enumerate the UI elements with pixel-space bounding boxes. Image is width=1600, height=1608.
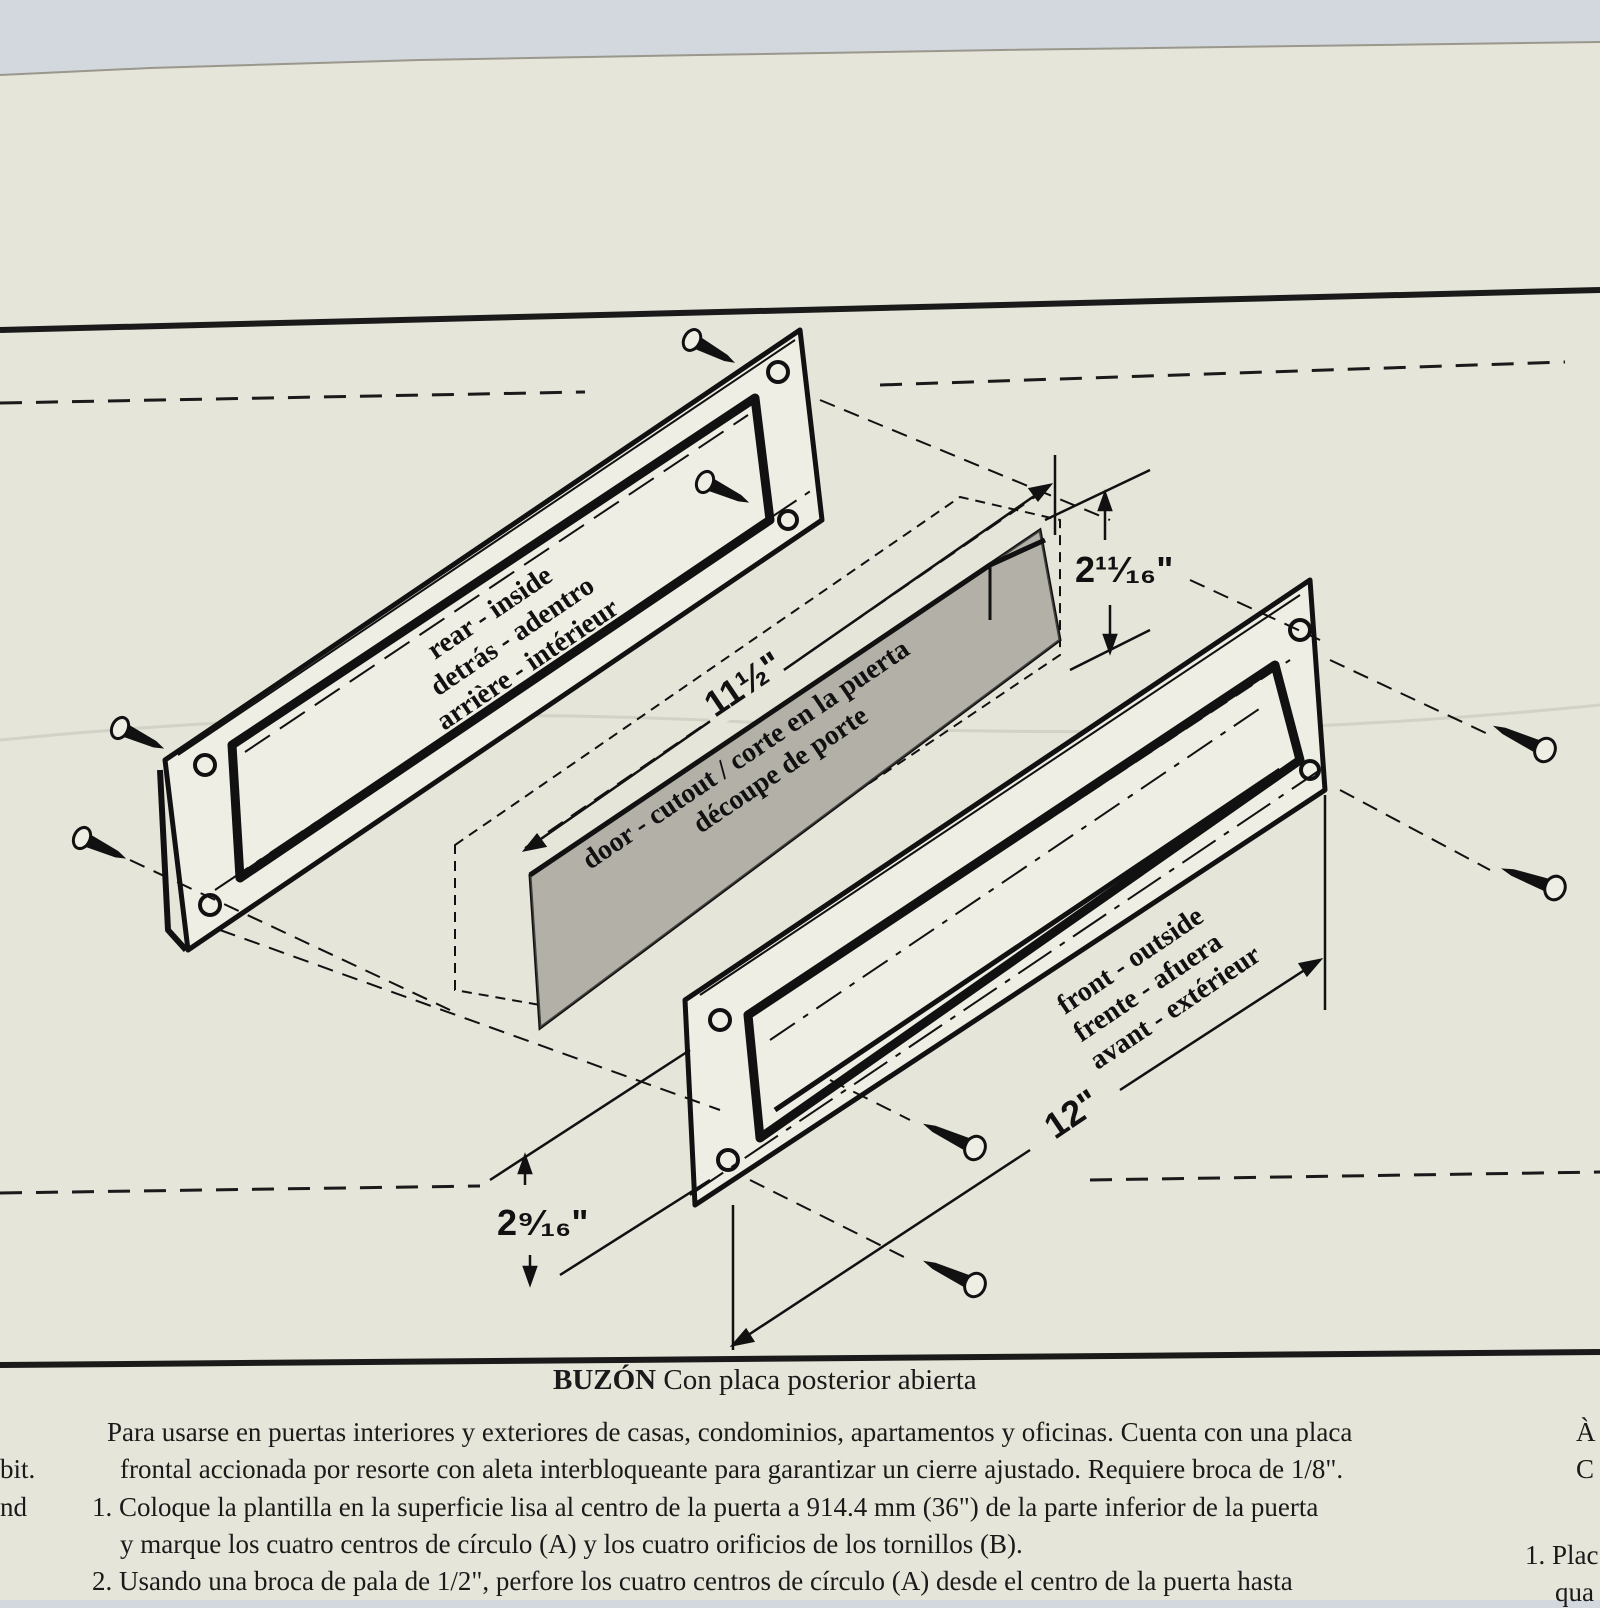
right-edge-text-2: C xyxy=(1576,1454,1595,1484)
paragraph-line-1: Para usarse en puertas interiores y exte… xyxy=(107,1417,1353,1447)
front-plate xyxy=(682,577,1328,1208)
left-edge-text-2: nd xyxy=(0,1492,27,1522)
dim-height-plate: 2⁹⁄₁₆" xyxy=(497,1202,588,1243)
paper-top-edge xyxy=(0,41,1600,76)
front-plate-hole-tl xyxy=(708,1008,732,1032)
door-cutout xyxy=(454,489,1062,1031)
right-edge-text-4: qua xyxy=(1555,1577,1594,1607)
screw-icon xyxy=(922,1123,987,1162)
title-rest: Con placa posterior abierta xyxy=(656,1364,977,1396)
assembly-guides xyxy=(129,399,1491,1261)
front-plate-hole-tr xyxy=(1288,618,1312,642)
screw-icons xyxy=(71,328,1567,1299)
rear-plate-hole-tr xyxy=(766,360,790,384)
screw-icon xyxy=(109,715,165,749)
rear-plate-hole-bl xyxy=(198,893,222,917)
screw-icon xyxy=(71,825,127,859)
step-2-line-1: 2. Usando una broca de pala de 1/2", per… xyxy=(92,1566,1293,1596)
step-1-line-2: y marque los cuatro centros de círculo (… xyxy=(120,1529,1023,1559)
rear-plate-hole-tl xyxy=(193,753,217,777)
bottom-rule xyxy=(0,1349,1600,1368)
dim-height-cutout: 2¹¹⁄₁₆" xyxy=(1075,549,1173,590)
left-edge-text-1: bit. xyxy=(0,1454,36,1484)
rear-plate-hole-br xyxy=(777,509,799,531)
title-bold: BUZÓN xyxy=(553,1364,657,1396)
screw-icon xyxy=(694,469,750,503)
screw-icon xyxy=(922,1260,987,1299)
dimension-lines xyxy=(489,455,1327,1350)
front-plate-hole-bl xyxy=(716,1148,740,1172)
instructions-title: BUZÓN Con placa posterior abierta xyxy=(553,1364,977,1397)
screw-icon xyxy=(1492,725,1557,764)
right-edge-text-3: 1. Plac xyxy=(1525,1540,1599,1570)
screw-icon xyxy=(681,328,736,363)
rear-plate xyxy=(157,327,825,953)
front-plate-hole-br xyxy=(1299,759,1321,781)
paragraph-line-2: frontal accionada por resorte con aleta … xyxy=(120,1454,1344,1484)
top-rule xyxy=(0,287,1600,333)
screw-icon xyxy=(1501,868,1567,902)
right-edge-text-1: À xyxy=(1576,1417,1596,1447)
step-1-line-1: 1. Coloque la plantilla en la superficie… xyxy=(92,1492,1319,1522)
instructions-block: BUZÓN Con placa posterior abierta Para u… xyxy=(0,1364,1600,1607)
door-outline-dashes xyxy=(0,360,1600,1195)
